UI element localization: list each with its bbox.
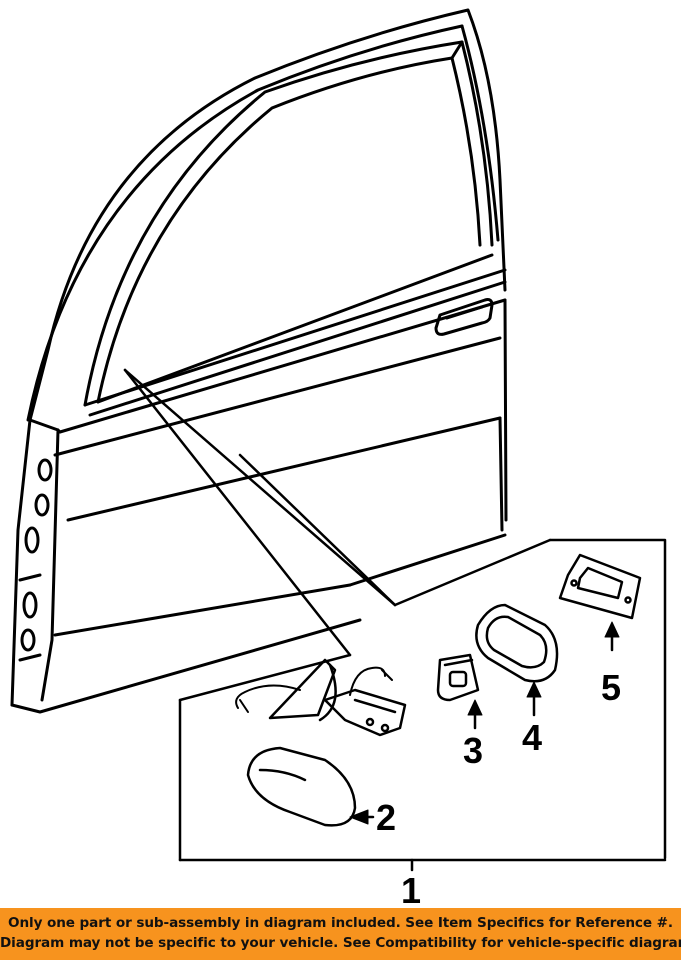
callout-5: 5 [601,667,621,708]
mirror-base [268,658,407,737]
disclaimer-line-1: Only one part or sub-assembly in diagram… [7,915,673,931]
parts-diagram: 1 2 3 4 5 [10,8,667,908]
callout-1: 1 [401,870,421,908]
mirror-switch [436,653,480,702]
door-shell [10,8,508,714]
trim-plate [558,553,642,620]
mirror-cover [246,746,357,827]
switch-bezel [475,603,559,683]
callout-4: 4 [522,717,542,758]
mirror-wiring [235,666,393,713]
disclaimer-line-2: Diagram may not be specific to your vehi… [0,935,681,951]
disclaimer-banner: Only one part or sub-assembly in diagram… [0,908,681,960]
callout-3: 3 [463,730,483,771]
callout-2: 2 [376,797,396,838]
leader-lines [123,368,397,657]
callout-bracket [178,538,667,872]
